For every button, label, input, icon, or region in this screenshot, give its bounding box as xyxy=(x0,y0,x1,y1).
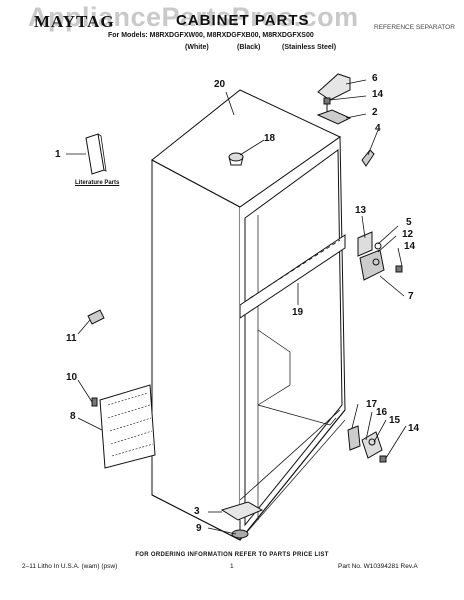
leveling-bracket-part-3 xyxy=(220,501,264,521)
brand-logo: MAYTAG xyxy=(34,12,115,31)
callout-1: 1 xyxy=(55,149,61,160)
callout-12: 12 xyxy=(402,229,414,240)
callout-13: 13 xyxy=(355,205,367,216)
callout-5: 5 xyxy=(406,217,412,228)
models-line: For Models: M8RXDGFXW00, M8RXDGFXB00, M8… xyxy=(108,32,314,39)
screw-part-10 xyxy=(91,397,98,407)
callout-2: 2 xyxy=(372,107,378,118)
callout-4: 4 xyxy=(375,123,381,134)
hinge-pin-part-4 xyxy=(361,149,375,167)
center-divider xyxy=(239,234,346,319)
callout-11: 11 xyxy=(66,333,77,344)
rear-panel-part-8 xyxy=(99,384,156,469)
ordering-note: FOR ORDERING INFORMATION REFER TO PARTS … xyxy=(135,552,329,558)
footer-litho: 2–11 Litho In U.S.A. (wam) (psw) xyxy=(22,563,118,570)
literature-parts-label: Literature Parts xyxy=(75,180,120,186)
model-color-stainless: (Stainless Steel) xyxy=(282,44,337,51)
cabinet-opening xyxy=(244,149,343,527)
bottom-hinge-assembly xyxy=(347,425,387,463)
model-color-black: (Black) xyxy=(237,44,261,51)
model-color-white: (White) xyxy=(185,44,209,51)
callout-18: 18 xyxy=(264,133,276,144)
callout-16: 16 xyxy=(376,407,388,418)
footer-part-number: Part No. W10394281 Rev.A xyxy=(338,563,418,570)
callout-3: 3 xyxy=(194,506,200,517)
leader-lines xyxy=(66,79,407,535)
reference-note: REFERENCE SEPARATOR xyxy=(374,24,455,31)
footer-page-number: 1 xyxy=(230,563,234,570)
watermark-text: AppliancePartsPros.com xyxy=(28,2,359,32)
callout-7: 7 xyxy=(408,291,414,302)
grommet-part-18 xyxy=(228,152,244,166)
callout-10: 10 xyxy=(66,372,78,383)
callout-14-top: 14 xyxy=(372,89,384,100)
cabinet-front xyxy=(151,159,241,541)
screw-part-14-top xyxy=(323,97,331,112)
top-hinge-part-2 xyxy=(316,109,352,125)
callout-9: 9 xyxy=(196,523,202,534)
callout-20: 20 xyxy=(214,79,226,90)
page-title: CABINET PARTS xyxy=(176,12,310,29)
callout-14-mid: 14 xyxy=(404,241,416,252)
callout-17: 17 xyxy=(366,399,378,410)
callout-15: 15 xyxy=(389,415,401,426)
callout-19: 19 xyxy=(292,307,304,318)
callout-8: 8 xyxy=(70,411,76,422)
callout-6: 6 xyxy=(372,73,378,84)
leveling-leg-part-9 xyxy=(231,520,249,539)
callout-14-bottom: 14 xyxy=(408,423,420,434)
center-hinge-assembly xyxy=(357,231,403,281)
hinge-cover-part-6 xyxy=(317,73,351,101)
clip-part-11 xyxy=(87,309,105,325)
